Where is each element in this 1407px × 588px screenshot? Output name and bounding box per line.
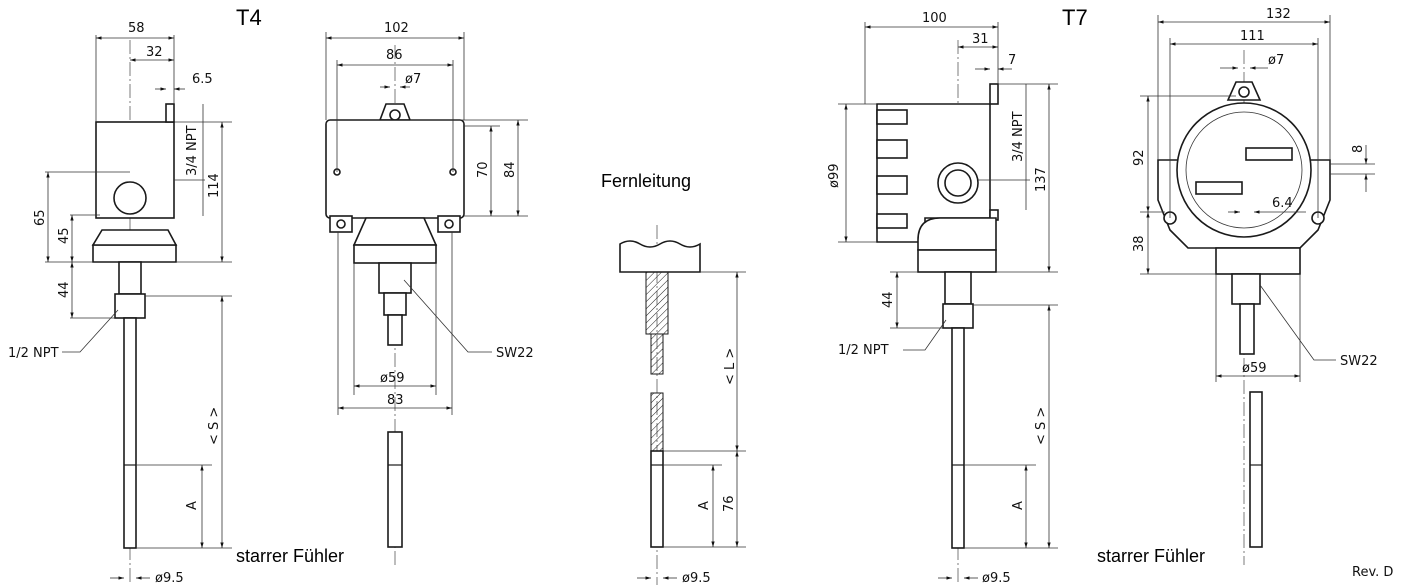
t7-dim-7: 7 <box>1008 53 1016 68</box>
caption-rigid-t4: starrer Fühler <box>236 546 344 566</box>
t7-dim-99: ø99 <box>827 164 842 189</box>
remote-dim-76: 76 <box>722 495 737 512</box>
remote-dim-a: A <box>697 501 712 510</box>
t4-dim-65: 65 <box>33 209 48 226</box>
t7-front-view: 132 111 ø7 92 8 6.4 38 ø59 SW22 <box>1132 7 1378 565</box>
t4-dim-45: 45 <box>57 227 72 244</box>
t7f-dim-8: 8 <box>1351 145 1366 153</box>
t7f-dim-38: 38 <box>1132 235 1147 252</box>
t4-dim-s: < S > <box>207 407 222 445</box>
t7-dim-137: 137 <box>1034 167 1049 192</box>
remote-title: Fernleitung <box>601 171 691 191</box>
t4-dim-npt34: 3/4 NPT <box>185 125 200 176</box>
t4-dim-58: 58 <box>128 21 145 36</box>
t7-dim-a: A <box>1011 501 1026 510</box>
t7f-dim-92: 92 <box>1132 149 1147 166</box>
remote-view: < L > 76 A ø9.5 <box>619 225 746 586</box>
t7f-dim-sw: SW22 <box>1340 354 1378 369</box>
t7-dim-31: 31 <box>972 32 989 47</box>
t4f-dim-7: ø7 <box>405 72 421 87</box>
t4-dim-32: 32 <box>146 45 163 60</box>
t7f-dim-59: ø59 <box>1242 361 1267 376</box>
t4-dim-a: A <box>185 501 200 510</box>
t4-dim-44: 44 <box>57 281 72 298</box>
t7-dim-dia: ø9.5 <box>982 571 1011 586</box>
t4-front-view: 102 86 ø7 70 84 ø59 83 SW22 <box>325 21 534 565</box>
t4f-dim-59: ø59 <box>380 371 405 386</box>
t4-title: T4 <box>236 5 262 30</box>
t7-dim-npt12: 1/2 NPT <box>838 343 889 358</box>
t4-side-view: 58 32 6.5 3/4 NPT 114 65 45 44 1/2 NPT <… <box>8 21 232 586</box>
t4f-dim-102: 102 <box>384 21 409 36</box>
t4f-dim-sw: SW22 <box>496 346 534 361</box>
remote-dim-dia: ø9.5 <box>682 571 711 586</box>
t4f-dim-84: 84 <box>503 161 518 178</box>
t7f-dim-6-4: 6.4 <box>1272 196 1293 211</box>
t4-dim-dia: ø9.5 <box>155 571 184 586</box>
t4f-dim-83: 83 <box>387 393 404 408</box>
t7-title: T7 <box>1062 5 1088 30</box>
revision-label: Rev. D <box>1352 565 1393 580</box>
t7f-dim-132: 132 <box>1266 7 1291 22</box>
t4f-dim-70: 70 <box>476 161 491 178</box>
remote-dim-l: < L > <box>723 348 738 385</box>
t4-dim-npt12: 1/2 NPT <box>8 346 59 361</box>
t7-dim-npt34: 3/4 NPT <box>1011 111 1026 162</box>
t7-dim-100: 100 <box>922 11 947 26</box>
t7-side-view: 100 31 7 ø99 3/4 NPT 137 44 1/2 NPT < S … <box>827 11 1058 586</box>
t7f-dim-111: 111 <box>1240 29 1265 44</box>
t7-dim-s: < S > <box>1034 407 1049 445</box>
t4-dim-6-5: 6.5 <box>192 72 213 87</box>
t7-dim-44: 44 <box>881 291 896 308</box>
t7f-dim-7: ø7 <box>1268 53 1284 68</box>
caption-rigid-t7: starrer Fühler <box>1097 546 1205 566</box>
t4f-dim-86: 86 <box>386 48 403 63</box>
t4-dim-114: 114 <box>207 173 222 198</box>
